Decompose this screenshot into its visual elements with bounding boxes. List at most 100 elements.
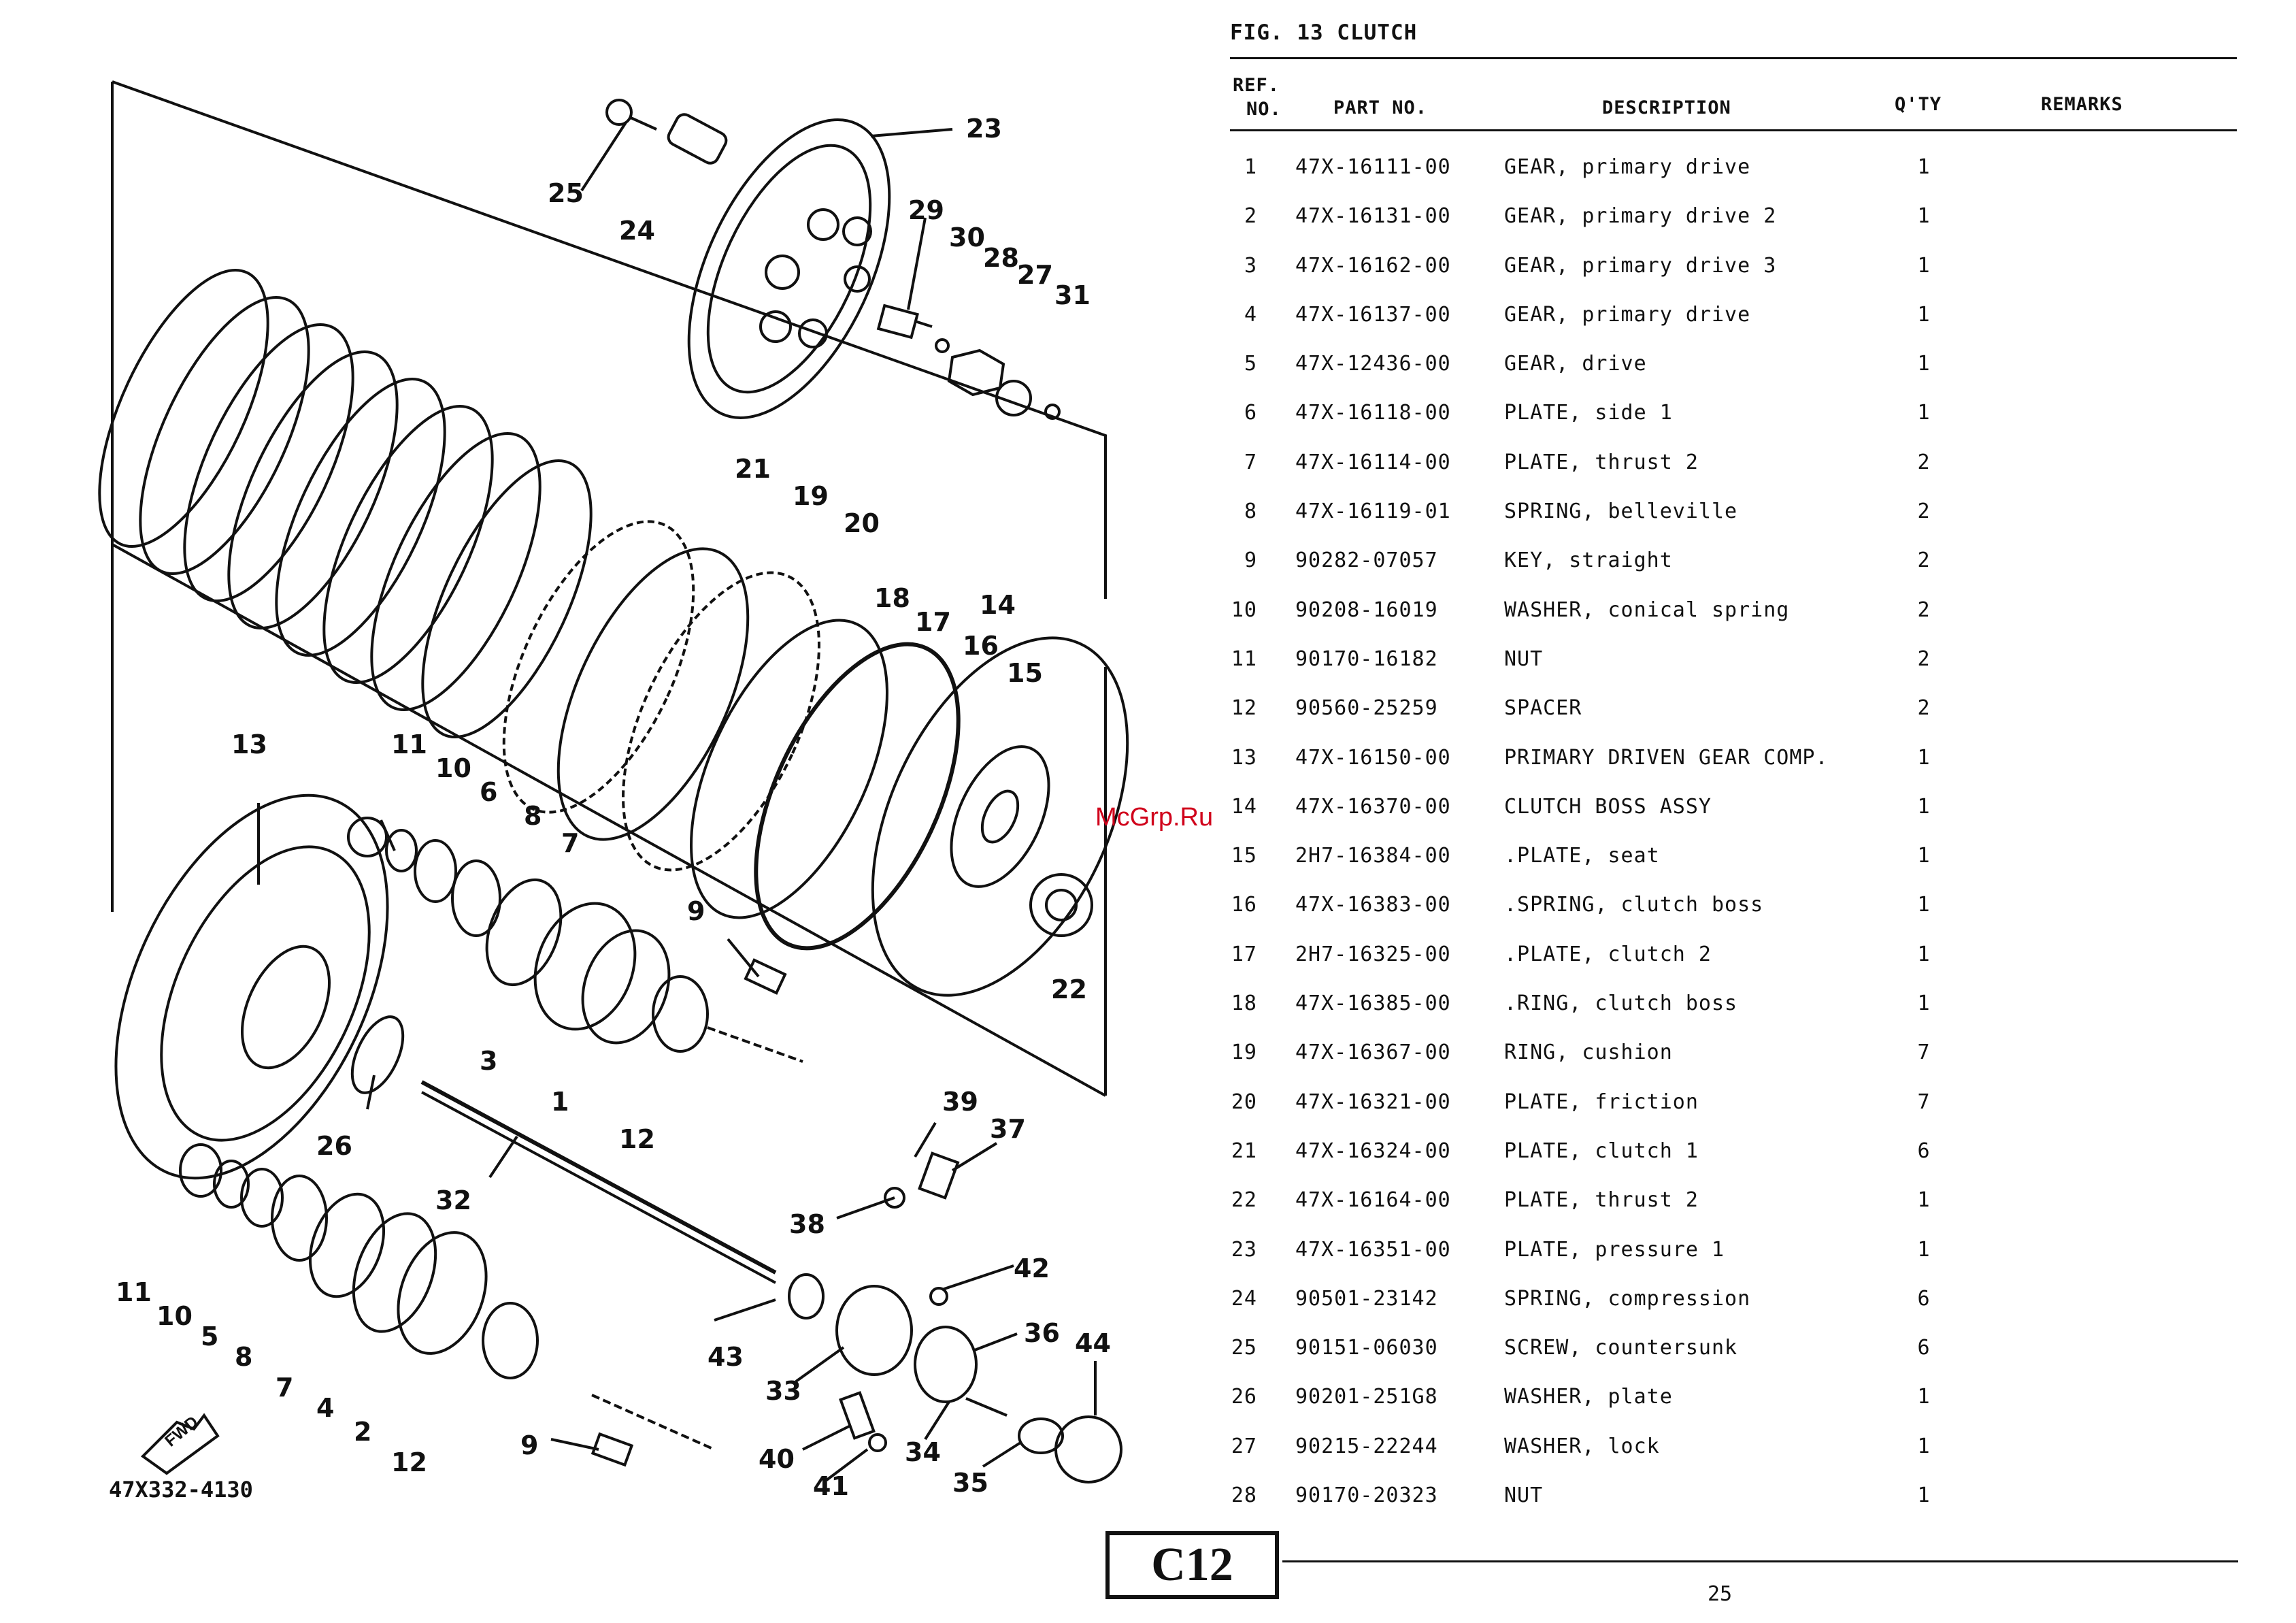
callout-9: 9 [687,896,705,926]
callout-21: 21 [735,454,771,484]
part-no: 90151-06030 [1295,1336,1438,1360]
ref-no: 6 [1244,401,1257,425]
part-no: 90501-23142 [1295,1286,1438,1311]
callout-35: 35 [952,1468,988,1498]
callout-20: 20 [844,508,880,538]
callout-5: 5 [201,1322,219,1351]
callout-7: 7 [561,828,580,858]
description: PLATE, pressure 1 [1504,1237,1725,1262]
part-no: 47X-16385-00 [1295,991,1451,1016]
callout-2: 2 [354,1417,372,1447]
part-no: 47X-16118-00 [1295,401,1451,425]
qty: 2 [1917,548,1931,573]
callout-40: 40 [759,1444,795,1474]
callout-37: 37 [990,1114,1026,1144]
callout-31: 31 [1054,280,1091,310]
qty: 7 [1917,1089,1931,1114]
callout-13: 13 [231,729,267,759]
ref-no: 28 [1231,1483,1257,1508]
part-no: 47X-16119-01 [1295,499,1451,524]
description: PLATE, thrust 2 [1504,1188,1699,1213]
qty: 6 [1917,1138,1931,1163]
ref-no: 11 [1231,646,1257,671]
exploded-diagram: 23 25 24 29 30 28 27 31 21 19 20 18 17 1… [98,80,1129,1503]
table-row: 23 47X-16351-00 PLATE, pressure 1 1 [1230,1226,2237,1275]
description: .PLATE, clutch 2 [1504,942,1712,966]
ref-no: 18 [1231,991,1257,1016]
qty: 1 [1917,253,1931,278]
callout-26: 26 [316,1131,352,1161]
part-no: 90282-07057 [1295,548,1438,573]
description: WASHER, lock [1504,1434,1660,1458]
qty: 2 [1917,499,1931,524]
callout-24: 24 [619,216,655,246]
callout-33: 33 [765,1376,801,1406]
part-no: 47X-16351-00 [1295,1237,1451,1262]
part-no: 2H7-16325-00 [1295,942,1451,966]
part-no: 47X-16137-00 [1295,302,1451,327]
description: SPACER [1504,696,1582,721]
callout-29: 29 [908,195,944,225]
part-no: 47X-16114-00 [1295,450,1451,474]
qty: 1 [1917,844,1931,868]
description: GEAR, primary drive 3 [1504,253,1777,278]
callout-41: 41 [813,1471,849,1501]
callout-3: 3 [480,1046,498,1076]
qty: 1 [1917,942,1931,966]
description: PLATE, side 1 [1504,401,1673,425]
callout-30: 30 [949,223,985,252]
callout-1: 1 [551,1087,569,1117]
ref-no: 14 [1231,794,1257,819]
qty: 1 [1917,1385,1931,1409]
ref-no: 8 [1244,499,1257,524]
ref-no: 7 [1244,450,1257,474]
qty: 1 [1917,745,1931,770]
qty: 2 [1917,646,1931,671]
description: PLATE, clutch 1 [1504,1138,1699,1163]
callout-6: 6 [480,777,498,807]
callout-15: 15 [1007,658,1043,688]
diagram-drawing [98,80,1129,1483]
ref-no: 23 [1231,1237,1257,1262]
clutch-plate-stack [98,269,1129,997]
description: GEAR, primary drive [1504,155,1751,179]
qty: 1 [1917,1237,1931,1262]
qty: 6 [1917,1286,1931,1311]
ref-no: 3 [1244,253,1257,278]
callout-18: 18 [874,583,910,613]
header-remarks: REMARKS [2041,94,2123,115]
callout-12: 12 [619,1124,655,1154]
qty: 2 [1917,696,1931,721]
ref-no: 10 [1231,597,1257,622]
part-no: 47X-16367-00 [1295,1040,1451,1065]
ref-no: 17 [1231,942,1257,966]
ref-no: 12 [1231,696,1257,721]
part-no: 90201-251G8 [1295,1385,1438,1409]
ref-no: 15 [1231,844,1257,868]
description: NUT [1504,646,1544,671]
description: GEAR, drive [1504,352,1647,376]
callout-25: 25 [548,178,584,208]
description: .PLATE, seat [1504,844,1660,868]
description: WASHER, conical spring [1504,597,1790,622]
part-no: 47X-16324-00 [1295,1138,1451,1163]
qty: 6 [1917,1336,1931,1360]
page-label: C12 [1105,1531,1279,1599]
